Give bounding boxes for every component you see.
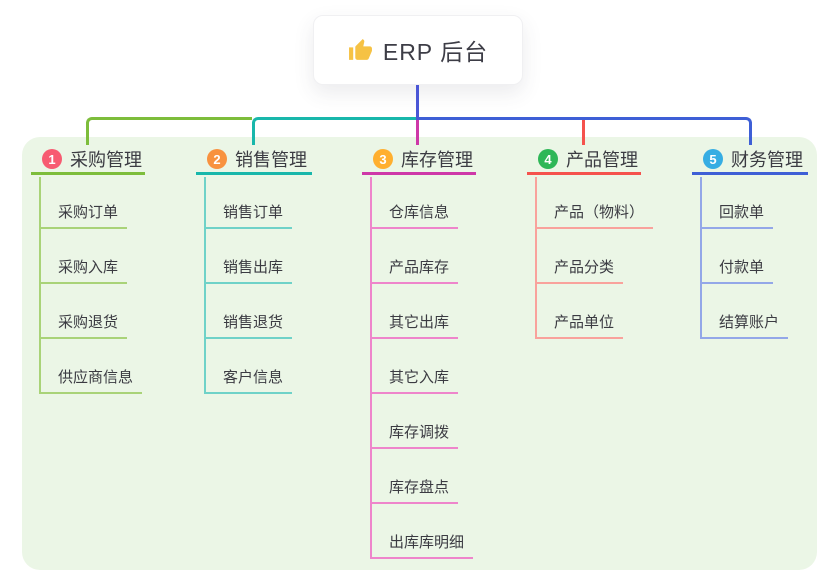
child-node[interactable]: 产品单位 xyxy=(535,311,624,339)
mindmap-background-panel xyxy=(22,137,817,570)
child-node[interactable]: 采购订单 xyxy=(39,201,128,229)
branch-title: 销售管理 xyxy=(235,150,307,170)
connector-branch-5 xyxy=(418,117,752,145)
branch-children-5: 回款单付款单结算账户 xyxy=(700,177,789,339)
child-node[interactable]: 销售订单 xyxy=(204,201,293,229)
child-row: 库存调拨 xyxy=(370,394,473,449)
child-row: 销售订单 xyxy=(204,177,293,229)
child-node[interactable]: 采购入库 xyxy=(39,256,128,284)
child-node[interactable]: 采购退货 xyxy=(39,311,128,339)
branch-children-3: 仓库信息产品库存其它出库其它入库库存调拨库存盘点出库库明细 xyxy=(370,177,474,559)
child-node[interactable]: 客户信息 xyxy=(204,366,293,394)
branch-child-line xyxy=(204,177,206,394)
branch-child-line xyxy=(700,177,702,339)
child-row: 产品单位 xyxy=(535,284,653,339)
child-node[interactable]: 产品分类 xyxy=(535,256,624,284)
branch-number-badge: 2 xyxy=(207,149,227,169)
child-row: 结算账户 xyxy=(700,284,789,339)
branch-title: 财务管理 xyxy=(731,150,803,170)
branch-title: 库存管理 xyxy=(401,150,473,170)
child-row: 其它出库 xyxy=(370,284,473,339)
connector-branch-4 xyxy=(582,120,585,145)
branch-node-5[interactable]: 5 财务管理 xyxy=(692,146,808,175)
branch-child-line xyxy=(370,177,372,559)
root-node-label: ERP 后台 xyxy=(382,39,489,65)
connector-branch-1 xyxy=(86,117,252,145)
child-row: 产品（物料） xyxy=(535,177,654,229)
branch-node-1[interactable]: 1 采购管理 xyxy=(31,146,145,175)
branch-children-1: 采购订单采购入库采购退货供应商信息 xyxy=(39,177,143,394)
branch-title: 产品管理 xyxy=(566,150,638,170)
branch-number-badge: 5 xyxy=(703,149,723,169)
child-row: 库存盘点 xyxy=(370,449,473,504)
child-node[interactable]: 其它入库 xyxy=(370,366,459,394)
child-node[interactable]: 产品（物料） xyxy=(535,201,654,229)
branch-children-4: 产品（物料） 产品分类产品单位 xyxy=(535,177,654,339)
child-node[interactable]: 付款单 xyxy=(700,256,774,284)
branch-node-4[interactable]: 4 产品管理 xyxy=(527,146,641,175)
branch-number-badge: 1 xyxy=(42,149,62,169)
connector-branch-3 xyxy=(416,120,419,145)
connector-root xyxy=(416,85,419,120)
branch-child-line xyxy=(535,177,537,339)
child-row: 采购入库 xyxy=(39,229,142,284)
child-node[interactable]: 库存调拨 xyxy=(370,421,459,449)
child-row: 客户信息 xyxy=(204,339,293,394)
branch-title: 采购管理 xyxy=(70,150,142,170)
branch-child-line xyxy=(39,177,41,394)
child-row: 销售出库 xyxy=(204,229,293,284)
root-node[interactable]: ERP 后台 xyxy=(313,15,523,85)
child-row: 回款单 xyxy=(700,177,788,229)
child-node[interactable]: 销售出库 xyxy=(204,256,293,284)
child-node[interactable]: 其它出库 xyxy=(370,311,459,339)
child-node[interactable]: 产品库存 xyxy=(370,256,459,284)
child-row: 产品库存 xyxy=(370,229,473,284)
child-row: 付款单 xyxy=(700,229,788,284)
branch-number-badge: 3 xyxy=(373,149,393,169)
child-row: 产品分类 xyxy=(535,229,653,284)
child-row: 供应商信息 xyxy=(39,339,143,394)
branch-node-2[interactable]: 2 销售管理 xyxy=(196,146,312,175)
child-row: 出库库明细 xyxy=(370,504,474,559)
child-row: 采购退货 xyxy=(39,284,142,339)
child-row: 采购订单 xyxy=(39,177,142,229)
child-row: 销售退货 xyxy=(204,284,293,339)
child-node[interactable]: 回款单 xyxy=(700,201,774,229)
child-node[interactable]: 供应商信息 xyxy=(39,366,143,394)
child-node[interactable]: 仓库信息 xyxy=(370,201,459,229)
child-node[interactable]: 库存盘点 xyxy=(370,476,459,504)
connector-branch-2 xyxy=(252,117,418,145)
branch-node-3[interactable]: 3 库存管理 xyxy=(362,146,476,175)
thumbs-up-icon xyxy=(348,38,372,60)
child-row: 其它入库 xyxy=(370,339,473,394)
child-row: 仓库信息 xyxy=(370,177,473,229)
branch-number-badge: 4 xyxy=(538,149,558,169)
child-node[interactable]: 出库库明细 xyxy=(370,531,474,559)
branch-children-2: 销售订单销售出库销售退货客户信息 xyxy=(204,177,293,394)
child-node[interactable]: 销售退货 xyxy=(204,311,293,339)
child-node[interactable]: 结算账户 xyxy=(700,311,789,339)
